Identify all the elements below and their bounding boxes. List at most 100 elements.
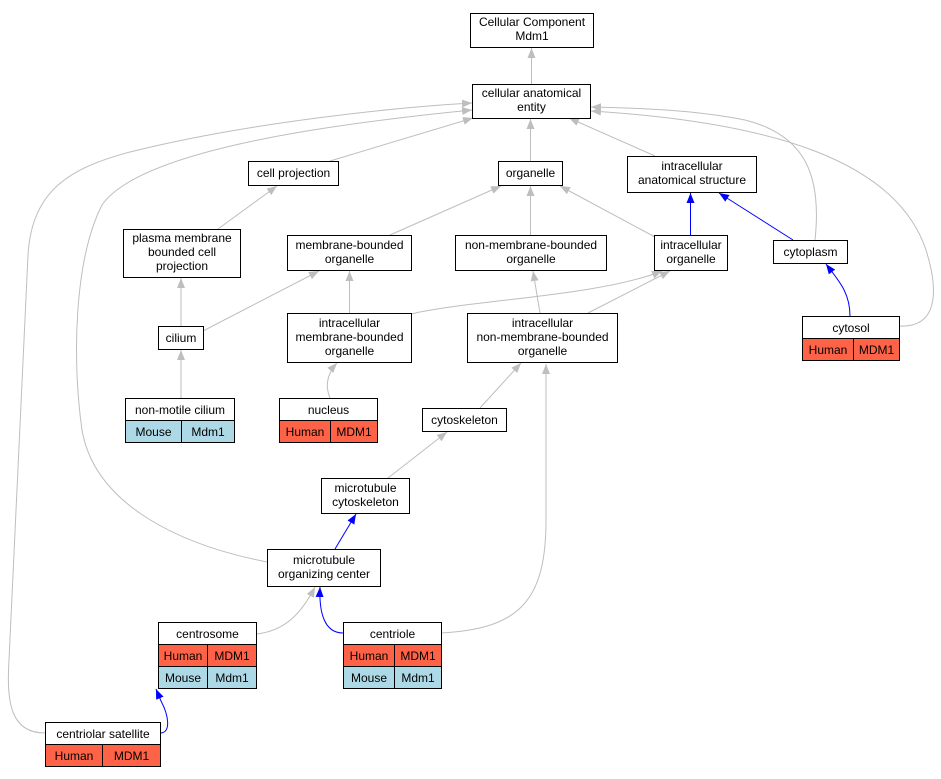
node-box xyxy=(472,84,591,119)
node-label: organelle xyxy=(506,166,556,180)
edge-cytoskeleton-to-intracellular-non-membrane-bounded-organelle xyxy=(479,362,522,409)
annotation-gene: MDM1 xyxy=(400,649,436,663)
node-label: non-membrane-bounded xyxy=(465,238,597,252)
annotation-gene: MDM1 xyxy=(859,343,895,357)
edge-centriole-to-microtubule-organizing-center xyxy=(315,586,344,634)
annotation-gene: Mdm1 xyxy=(215,671,249,685)
node-centriole: centriole Human MDM1 Mouse Mdm1 xyxy=(343,622,442,689)
node-label: cellular anatomical xyxy=(482,86,581,100)
node-label: Mdm1 xyxy=(515,29,549,43)
annotation-species: Mouse xyxy=(351,671,387,685)
edge-microtubule-organizing-center-to-microtubule-cytoskeleton xyxy=(334,513,357,550)
node-box xyxy=(287,235,412,271)
node-nucleus: nucleus Human MDM1 xyxy=(279,398,378,443)
node-cell-projection: cell projection xyxy=(248,161,339,186)
node-box xyxy=(287,313,412,363)
node-box xyxy=(422,408,507,432)
node-intracellular-organelle: intracellular organelle xyxy=(654,235,728,271)
edge-intracellular-organelle-to-organelle xyxy=(559,185,656,238)
node-label: microtubule xyxy=(293,553,355,567)
edge-intracellular-membrane-bounded-organelle-to-intracellular-organelle xyxy=(410,270,663,315)
node-membrane-bounded-organelle: membrane-bounded organelle xyxy=(287,235,412,271)
node-label: anatomical structure xyxy=(638,173,746,187)
node-intracellular-anatomical-structure: intracellular anatomical structure xyxy=(627,156,757,193)
node-label: Cellular Component xyxy=(479,15,586,29)
node-microtubule-cytoskeleton: microtubule cytoskeleton xyxy=(321,478,410,514)
annotation-species: Human xyxy=(286,425,325,439)
edge-centrosome-to-microtubule-organizing-center xyxy=(255,586,316,635)
edge-intracellular-non-membrane-bounded-organelle-to-non-membrane-bounded-organelle xyxy=(530,270,541,314)
annotation-species: Human xyxy=(55,749,94,763)
node-cytosol: cytosol Human MDM1 xyxy=(802,316,900,361)
annotation-gene: MDM1 xyxy=(114,749,150,763)
annotation-gene-cell xyxy=(853,338,900,361)
node-label: organelle xyxy=(325,252,375,266)
annotation-species: Human xyxy=(809,343,848,357)
node-label: non-motile cilium xyxy=(135,403,225,417)
node-non-membrane-bounded-organelle: non-membrane-bounded organelle xyxy=(455,235,607,271)
node-label: intracellular xyxy=(319,316,380,330)
node-label: centriolar satellite xyxy=(56,727,150,741)
node-label: bounded cell xyxy=(148,245,216,259)
edge-membrane-bounded-organelle-to-organelle xyxy=(389,185,502,236)
node-label: cytoskeleton xyxy=(332,495,399,509)
node-label: organelle xyxy=(518,344,568,358)
node-label: centrosome xyxy=(176,627,239,641)
node-label: nucleus xyxy=(308,403,349,417)
node-box xyxy=(123,229,241,278)
node-label: cytoplasm xyxy=(783,245,837,259)
annotation-species: Mouse xyxy=(165,671,201,685)
node-box xyxy=(455,235,607,271)
node-label: intracellular xyxy=(661,159,722,173)
node-box xyxy=(158,326,204,350)
edge-cytosol-to-cellular-anatomical-entity xyxy=(590,107,934,327)
annotation-gene: Mdm1 xyxy=(401,671,435,685)
node-cytoplasm: cytoplasm xyxy=(773,240,848,264)
node-label: non-membrane-bounded xyxy=(476,330,608,344)
node-box xyxy=(654,235,728,271)
node-label: intracellular xyxy=(512,316,573,330)
node-box xyxy=(321,478,410,514)
node-box xyxy=(498,161,563,186)
node-non-motile-cilium: non-motile cilium Mouse Mdm1 xyxy=(125,398,235,443)
node-label: organelle xyxy=(666,252,716,266)
edge-centriolar-satellite-to-centrosome xyxy=(155,688,169,734)
node-label: cilium xyxy=(166,331,197,345)
node-label: centriole xyxy=(370,627,416,641)
edge-intracellular-non-membrane-bounded-organelle-to-intracellular-organelle xyxy=(587,270,671,314)
annotation-gene: Mdm1 xyxy=(191,425,225,439)
node-box xyxy=(467,313,618,363)
node-label: membrane-bounded xyxy=(295,238,403,252)
node-cellular-component-mdm1: Cellular Component Mdm1 xyxy=(470,13,594,48)
node-cellular-anatomical-entity: cellular anatomical entity xyxy=(472,84,591,119)
edge-centriole-to-intracellular-non-membrane-bounded-organelle xyxy=(440,364,550,634)
edge-microtubule-organizing-center-to-cellular-anatomical-entity xyxy=(76,107,473,563)
nodes: Cellular Component Mdm1 cellular anatomi… xyxy=(45,13,900,767)
annotation-gene-cell xyxy=(181,420,235,443)
node-intracellular-non-membrane-bounded-organelle: intracellular non-membrane-bounded organ… xyxy=(467,313,618,363)
node-label: cell projection xyxy=(257,166,330,180)
node-cilium: cilium xyxy=(158,326,204,350)
node-box xyxy=(248,161,339,186)
node-box xyxy=(627,156,757,193)
node-microtubule-organizing-center: microtubule organizing center xyxy=(267,549,381,587)
node-label: organelle xyxy=(325,344,375,358)
edge-cytoplasm-to-intracellular-anatomical-structure xyxy=(718,192,794,241)
annotation-gene: MDM1 xyxy=(336,425,372,439)
annotation-species: Human xyxy=(164,649,203,663)
node-centriolar-satellite: centriolar satellite Human MDM1 xyxy=(45,722,161,767)
node-label: cytosol xyxy=(832,321,869,335)
edge-nucleus-to-intracellular-membrane-bounded-organelle xyxy=(326,362,338,399)
annotation-gene-cell xyxy=(394,666,442,689)
node-box xyxy=(773,240,848,264)
edge-centriolar-satellite-to-cellular-anatomical-entity xyxy=(7,99,473,734)
edge-cytoplasm-to-cellular-anatomical-entity xyxy=(590,103,817,241)
node-box xyxy=(267,549,381,587)
node-label: plasma membrane xyxy=(132,231,232,245)
node-label: entity xyxy=(517,100,546,114)
node-centrosome: centrosome Human MDM1 Mouse Mdm1 xyxy=(158,622,257,689)
node-label: intracellular xyxy=(660,238,721,252)
node-organelle: organelle xyxy=(498,161,563,186)
annotation-gene-cell xyxy=(330,420,378,443)
node-label: organelle xyxy=(506,252,556,266)
